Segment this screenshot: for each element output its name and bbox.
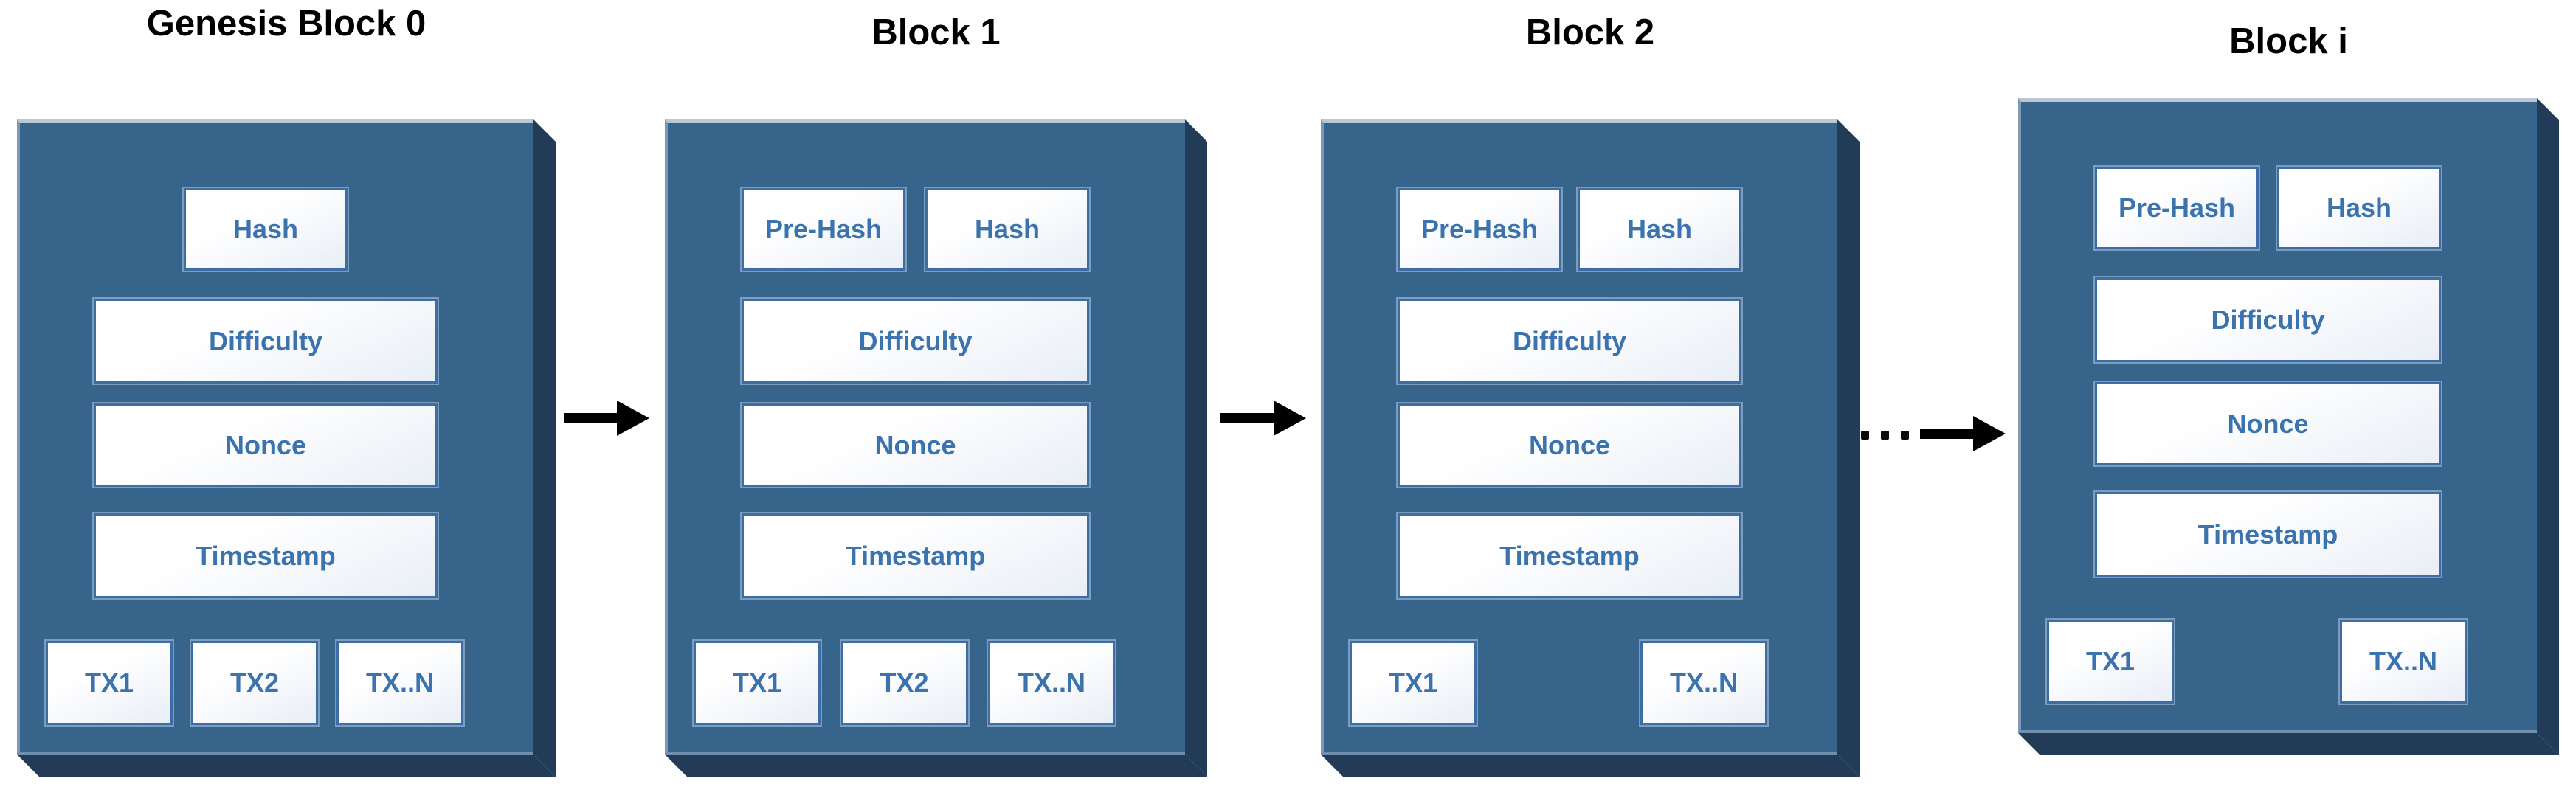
block-group-1: Block 1 Pre-Hash Hash Difficulty Nonce T… [665, 0, 1207, 801]
tx-box-1: TX1 [1350, 641, 1477, 725]
field-label: Hash [232, 214, 299, 244]
arrow-right-icon [564, 400, 649, 436]
block-title: Block 1 [871, 13, 1001, 52]
field-box-pre-hash: Pre-Hash [1398, 188, 1561, 271]
block-side-bottom-shadow [2018, 733, 2559, 755]
field-label: Nonce [1528, 429, 1611, 460]
field-label: Hash [1626, 214, 1693, 244]
arrow-right-icon [1220, 400, 1306, 436]
block-side-bottom-shadow [17, 755, 556, 777]
field-label: Timestamp [845, 540, 986, 571]
tx-label: TX..N [1669, 668, 1738, 698]
tx-box-1: TX1 [694, 641, 821, 725]
field-label: Timestamp [2197, 519, 2338, 549]
field-box-pre-hash: Pre-Hash [2095, 167, 2259, 249]
field-label: Timestamp [1499, 540, 1640, 571]
arrow-right-icon [1920, 416, 2006, 451]
field-box-difficulty: Difficulty [1398, 299, 1741, 384]
tx-box-1: TX1 [46, 641, 173, 725]
field-box-pre-hash: Pre-Hash [742, 188, 905, 271]
tx-box-1: TX1 [2047, 620, 2174, 704]
tx-box-n: TX..N [336, 641, 463, 725]
block-side-bottom-shadow [665, 755, 1207, 777]
block-face: Pre-Hash Hash Difficulty Nonce Timestamp… [2018, 98, 2537, 733]
block-title: Block 2 [1525, 13, 1655, 52]
field-box-difficulty: Difficulty [742, 299, 1089, 384]
field-label: Difficulty [858, 325, 973, 356]
field-box-timestamp: Timestamp [742, 513, 1089, 598]
field-label: Hash [974, 214, 1040, 244]
field-label: Pre-Hash [1420, 214, 1539, 244]
tx-label: TX1 [1388, 668, 1438, 698]
field-box-difficulty: Difficulty [2095, 277, 2441, 362]
block-side-right-shadow [1837, 119, 1860, 777]
tx-box-n: TX..N [2340, 620, 2467, 704]
field-label: Pre-Hash [764, 214, 883, 244]
field-label: Nonce [874, 429, 956, 460]
block-3d: Pre-Hash Hash Difficulty Nonce Timestamp… [665, 119, 1207, 777]
block-group-i: Block i Pre-Hash Hash Difficulty Nonce T… [2018, 0, 2559, 801]
tx-box-2: TX2 [191, 641, 318, 725]
field-label: Nonce [2227, 408, 2309, 439]
ellipsis-icon [1861, 431, 1909, 440]
field-label: Difficulty [2211, 304, 2325, 335]
tx-label: TX1 [84, 668, 134, 698]
field-label: Difficulty [208, 325, 322, 356]
field-label: Difficulty [1512, 325, 1626, 356]
field-box-difficulty: Difficulty [94, 299, 438, 384]
block-group-2: Block 2 Pre-Hash Hash Difficulty Nonce T… [1321, 0, 1860, 801]
field-label: Timestamp [196, 540, 336, 571]
field-box-hash: Hash [184, 188, 348, 271]
block-face: Hash Difficulty Nonce Timestamp TX1 TX2 … [17, 119, 533, 755]
tx-box-2: TX2 [840, 641, 968, 725]
field-box-nonce: Nonce [742, 403, 1089, 487]
tx-label: TX2 [880, 668, 929, 698]
block-title: Block i [2229, 21, 2348, 61]
tx-label: TX..N [1017, 668, 1085, 698]
field-box-timestamp: Timestamp [1398, 513, 1741, 598]
tx-box-n: TX..N [988, 641, 1115, 725]
block-3d: Hash Difficulty Nonce Timestamp TX1 TX2 … [17, 119, 556, 777]
tx-box-n: TX..N [1640, 641, 1767, 725]
tx-label: TX..N [365, 668, 434, 698]
field-box-nonce: Nonce [1398, 403, 1741, 487]
field-box-timestamp: Timestamp [94, 513, 438, 598]
block-side-right-shadow [1185, 119, 1207, 777]
block-side-bottom-shadow [1321, 755, 1860, 777]
field-label: Nonce [224, 429, 307, 460]
field-box-hash: Hash [925, 188, 1089, 271]
tx-label: TX1 [732, 668, 782, 698]
block-face: Pre-Hash Hash Difficulty Nonce Timestamp… [665, 119, 1185, 755]
field-box-hash: Hash [1578, 188, 1741, 271]
field-label: Hash [2326, 193, 2392, 223]
block-face: Pre-Hash Hash Difficulty Nonce Timestamp… [1321, 119, 1837, 755]
block-3d: Pre-Hash Hash Difficulty Nonce Timestamp… [2018, 98, 2559, 755]
block-side-right-shadow [533, 119, 556, 777]
field-box-hash: Hash [2277, 167, 2441, 249]
tx-label: TX1 [2085, 646, 2135, 676]
field-box-nonce: Nonce [94, 403, 438, 487]
field-box-nonce: Nonce [2095, 382, 2441, 465]
block-3d: Pre-Hash Hash Difficulty Nonce Timestamp… [1321, 119, 1860, 777]
block-side-right-shadow [2537, 98, 2559, 755]
tx-label: TX2 [229, 668, 280, 698]
field-label: Pre-Hash [2118, 193, 2236, 223]
block-group-genesis: Genesis Block 0 Hash Difficulty Nonce Ti… [17, 0, 556, 801]
tx-label: TX..N [2369, 646, 2437, 676]
block-title: Genesis Block 0 [146, 4, 427, 44]
field-box-timestamp: Timestamp [2095, 492, 2441, 577]
